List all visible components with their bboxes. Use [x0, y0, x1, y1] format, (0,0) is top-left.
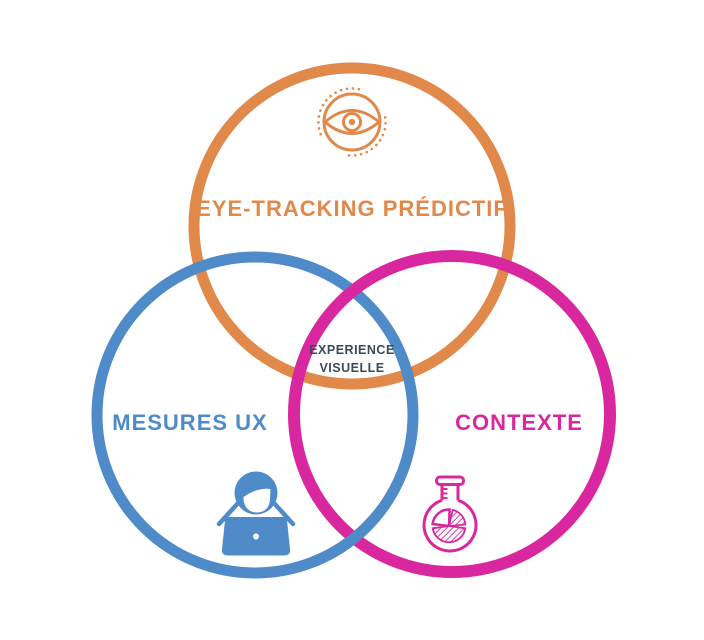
intersection-label-line2: VISUELLE [319, 361, 385, 375]
flask-pie-chart-icon [422, 475, 478, 553]
circle-mesures-ux-overlap-arc [312, 512, 381, 567]
intersection-label-line1: EXPERIENCE [309, 343, 395, 357]
set-label-contexte: CONTEXTE [455, 410, 583, 435]
set-label-mesures-ux: MESURES UX [112, 410, 268, 435]
eye-icon [317, 87, 387, 157]
person-laptop-icon [216, 471, 296, 556]
circle-mesures-ux [91, 251, 419, 579]
intersection-label: EXPERIENCE VISUELLE [282, 341, 422, 377]
circle-contexte [288, 250, 616, 578]
circle-eye-tracking [188, 62, 516, 390]
set-label-eye-tracking: EYE-TRACKING PRÉDICTIF [196, 196, 508, 221]
